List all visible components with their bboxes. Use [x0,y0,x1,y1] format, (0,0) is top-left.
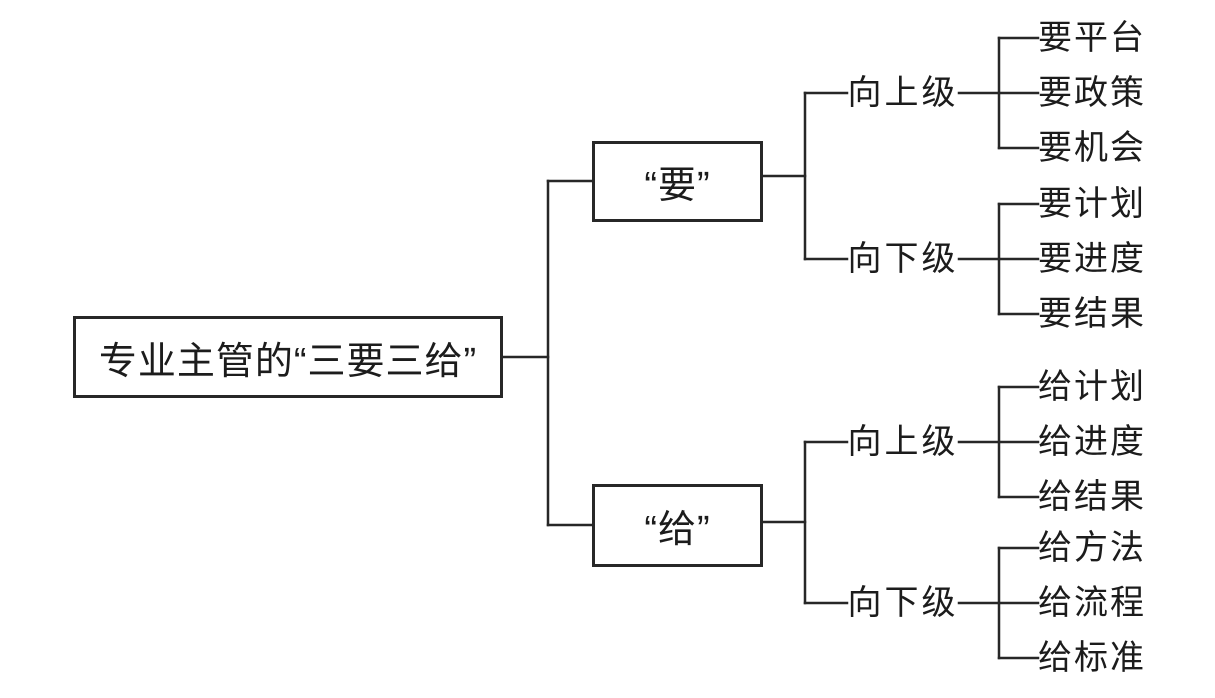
branch-node-gei: “给” [592,484,763,567]
leaf-item: 要平台 [1038,19,1146,57]
leaf-item: 要政策 [1038,74,1146,112]
leaf-item: 给流程 [1038,584,1146,622]
leaf-item: 给结果 [1038,478,1146,516]
leaf-item: 要机会 [1038,129,1146,167]
leaf-item: 要计划 [1038,185,1146,223]
leaf-item: 给方法 [1038,529,1146,567]
leaf-item: 给进度 [1038,423,1146,461]
leaf-item: 给计划 [1038,368,1146,406]
group-label-gei-downward: 向下级 [847,584,959,622]
group-label-gei-upward: 向上级 [847,423,959,461]
group-label-yao-upward: 向上级 [847,74,959,112]
leaf-item: 要进度 [1038,240,1146,278]
root-node: 专业主管的“三要三给” [73,316,503,398]
branch-node-yao: “要” [592,141,763,222]
leaf-item: 要结果 [1038,295,1146,333]
leaf-item: 给标准 [1038,639,1146,677]
group-label-yao-downward: 向下级 [847,240,959,278]
